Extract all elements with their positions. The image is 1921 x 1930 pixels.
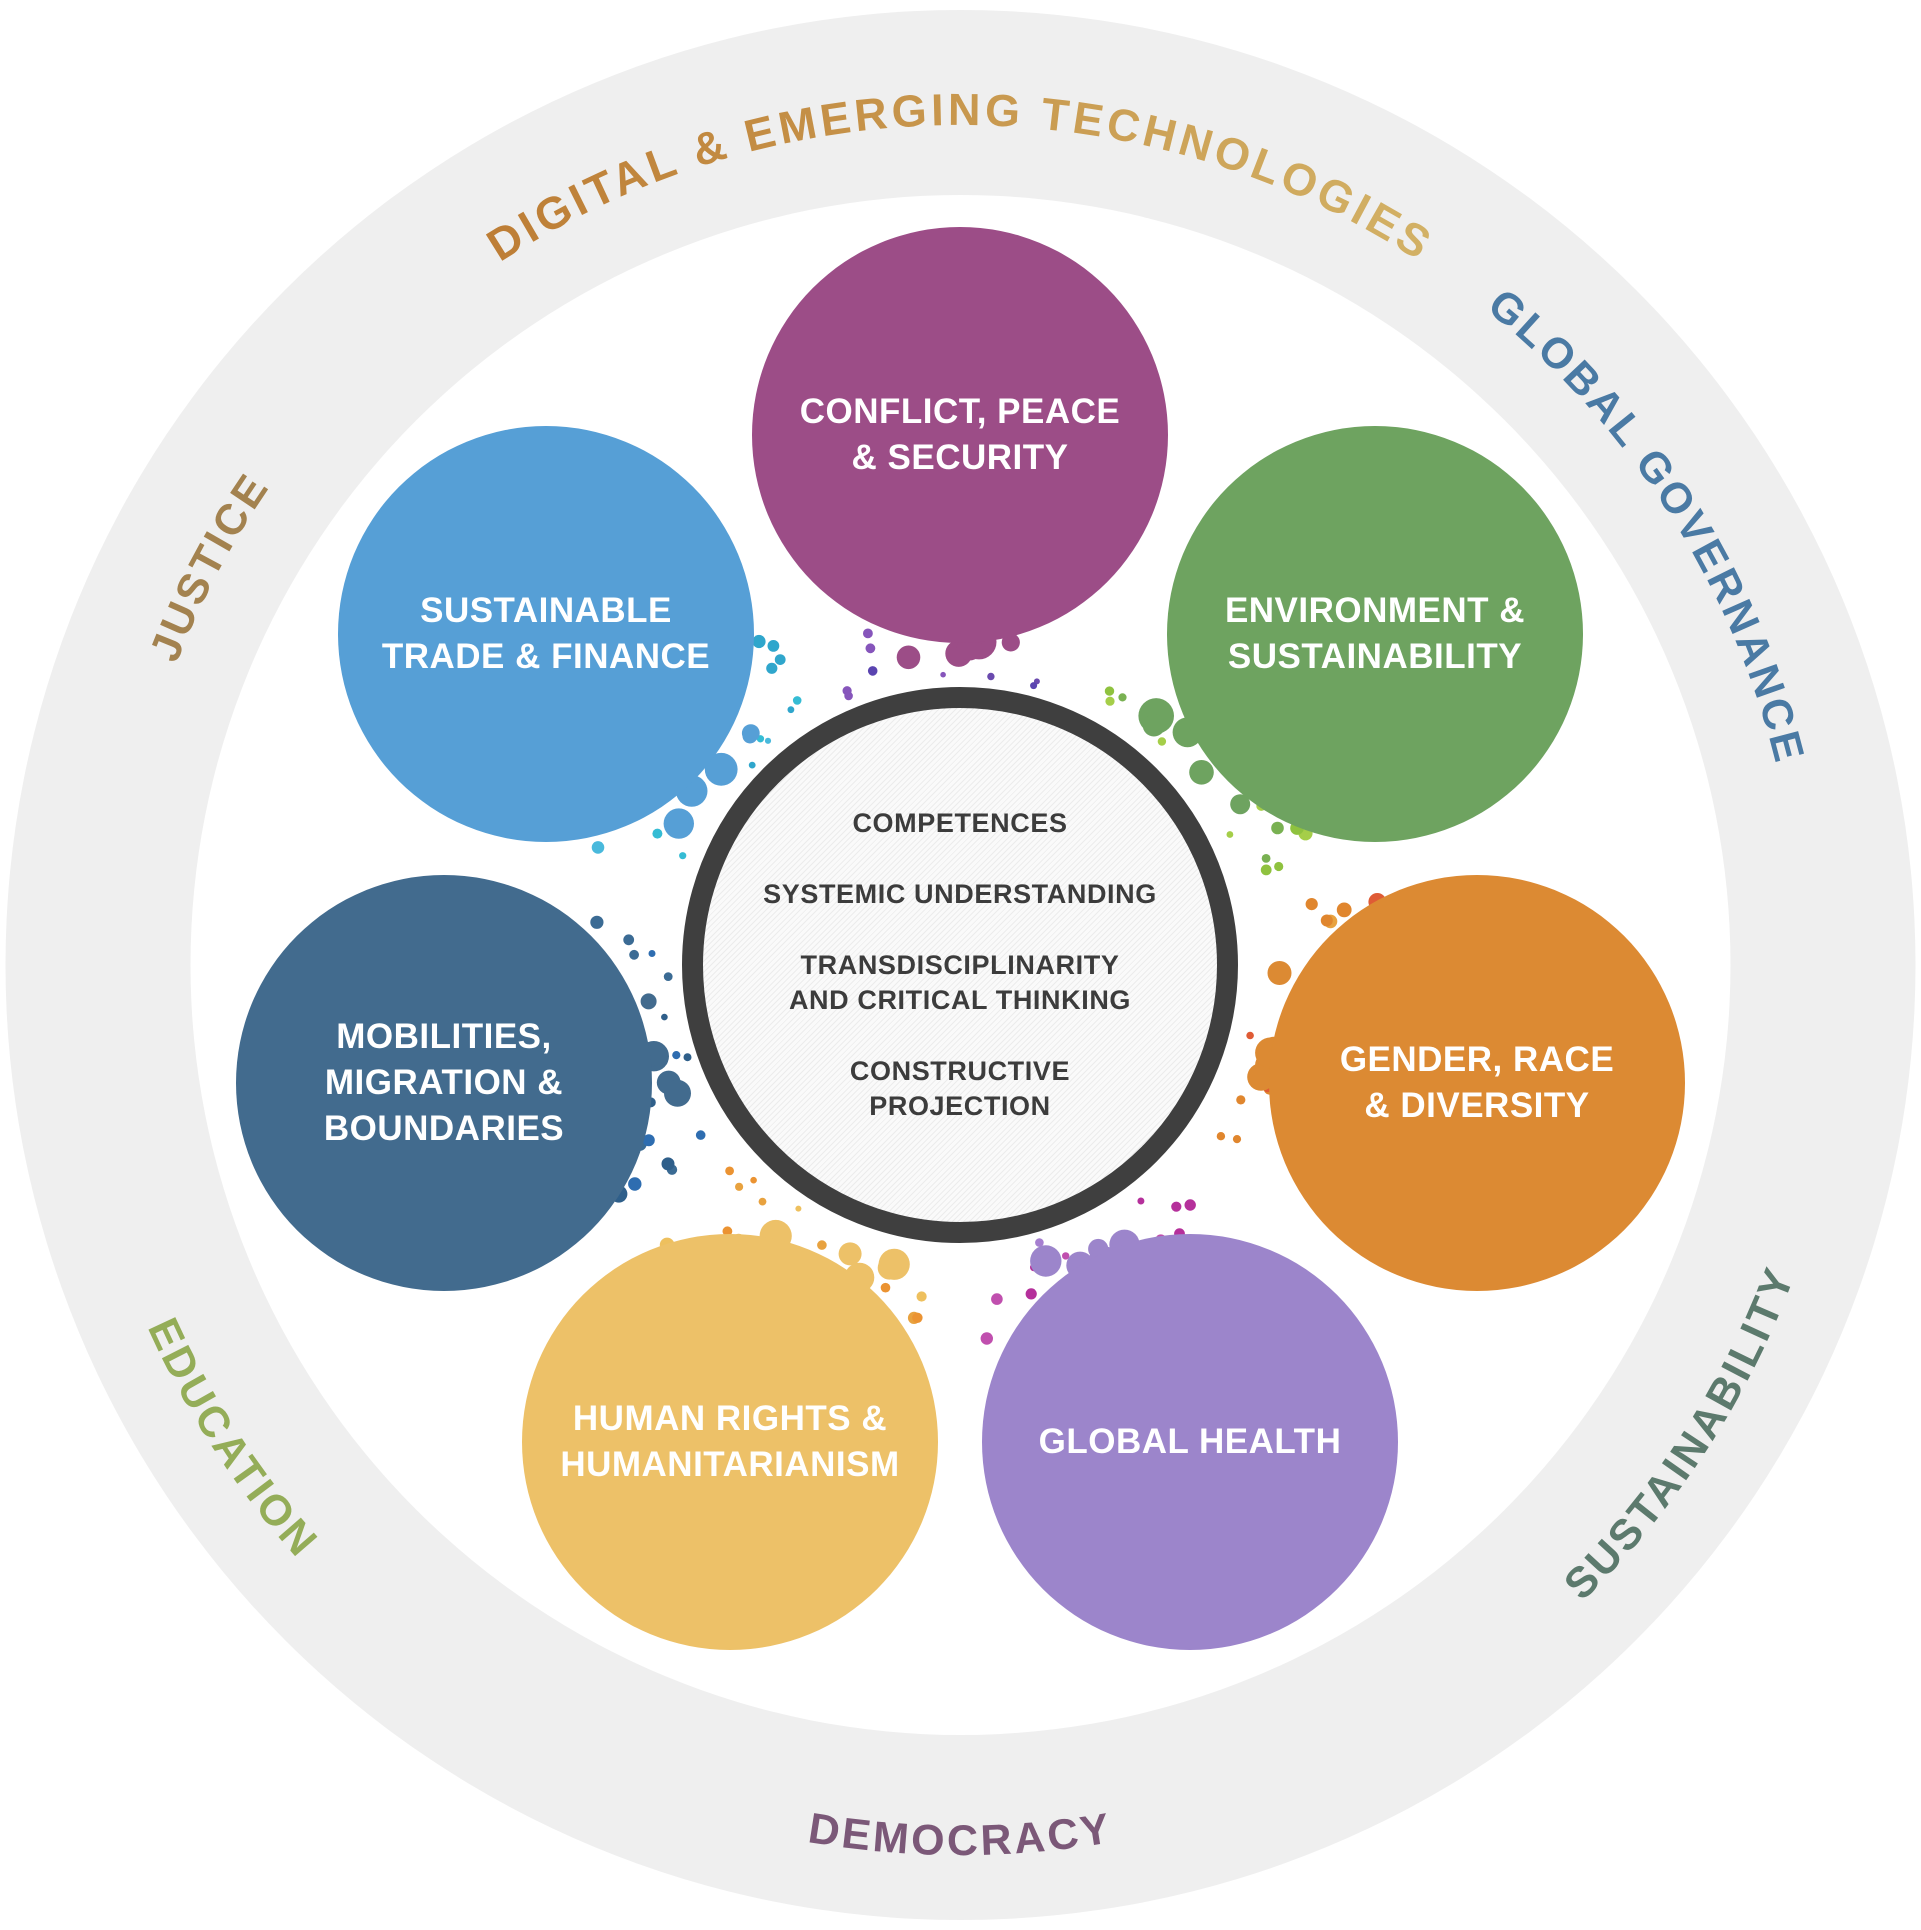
topic-label-line: CONFLICT, PEACE [799,391,1121,431]
topic-circle-human-rights-humanitarianism: HUMAN RIGHTS & HUMANITARIANISM [522,1234,938,1650]
topic-label-line: HUMANITARIANISM [560,1445,900,1484]
center-item-systemic-understanding: SYSTEMIC UNDERSTANDING [763,877,1157,912]
topic-circle-conflict-peace-security: CONFLICT, PEACE & SECURITY [752,227,1168,643]
topic-label-line: TRADE & FINANCE [381,637,711,676]
topic-label-line: SUSTAINABILITY [1227,637,1523,676]
topic-circle-environment-sustainability: ENVIRONMENT & SUSTAINABILITY [1167,426,1583,842]
center-competences-circle: COMPETENCES SYSTEMIC UNDERSTANDING TRANS… [682,687,1238,1243]
topic-label-line: MIGRATION & [324,1062,564,1102]
topic-label-line: MOBILITIES, [336,1016,552,1056]
center-item-competences: COMPETENCES [852,806,1067,841]
topic-circle-gender-race-diversity: GENDER, RACE & DIVERSITY [1269,875,1685,1291]
topic-label-line: & DIVERSITY [1364,1086,1590,1125]
topic-label-line: BOUNDARIES [323,1109,565,1149]
center-text-line: COMPETENCES [852,807,1068,838]
center-item-constructive-projection: CONSTRUCTIVE PROJECTION [850,1054,1070,1124]
center-text-line: PROJECTION [869,1091,1051,1122]
topic-label-line: GLOBAL HEALTH [1038,1421,1342,1461]
topic-label-line: SUSTAINABLE [420,590,672,630]
topic-label-line: GENDER, RACE [1339,1039,1615,1079]
topic-label-line: ENVIRONMENT & [1224,590,1526,630]
topic-circle-sustainable-trade-finance: SUSTAINABLE TRADE & FINANCE [338,426,754,842]
center-text-line: CONSTRUCTIVE [849,1056,1071,1087]
center-text-line: TRANSDISCIPLINARITY [800,949,1120,980]
center-text-line: SYSTEMIC UNDERSTANDING [763,878,1157,909]
topic-circle-global-health: GLOBAL HEALTH [982,1234,1398,1650]
topic-label-line: HUMAN RIGHTS & [572,1398,888,1438]
topic-label-line: & SECURITY [851,438,1069,477]
topic-circle-mobilities-migration-boundaries: MOBILITIES, MIGRATION & BOUNDARIES [236,875,652,1291]
center-item-transdisciplinarity-critical-thinking: TRANSDISCIPLINARITY AND CRITICAL THINKIN… [789,948,1131,1018]
center-text-line: AND CRITICAL THINKING [788,985,1132,1015]
